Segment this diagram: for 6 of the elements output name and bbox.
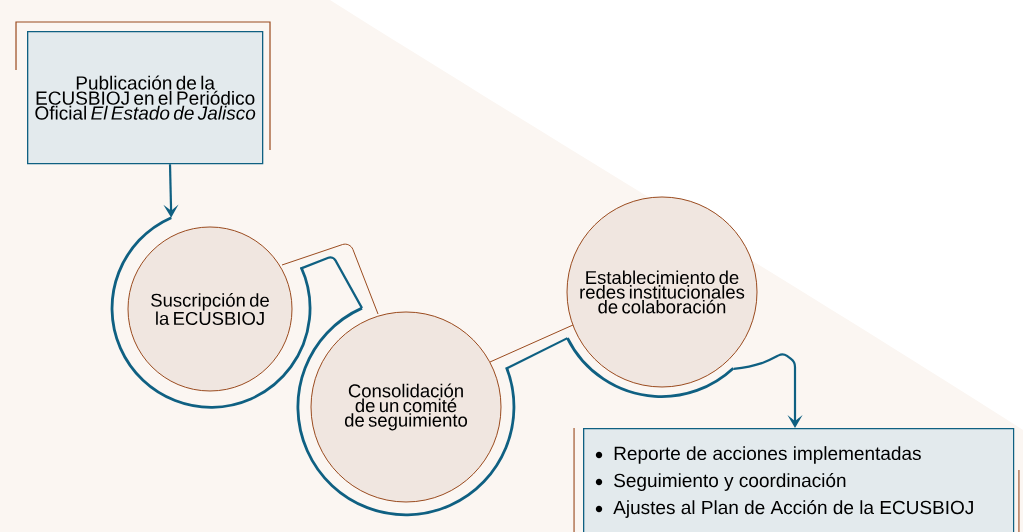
- text-box: [583, 428, 1015, 532]
- arrow: [733, 353, 803, 428]
- text-box: Publicación de la ECUSBIOJ en el Periódico Oficial El Estado de Jalisco: [27, 31, 264, 165]
- bullet-text: Seguimiento y coordinación: [614, 473, 846, 491]
- bullet-text: Reporte de acciones implementadas: [614, 446, 921, 464]
- bullet-text: Ajustes al Plan de Acción de la ECUSBIOJ: [613, 500, 973, 518]
